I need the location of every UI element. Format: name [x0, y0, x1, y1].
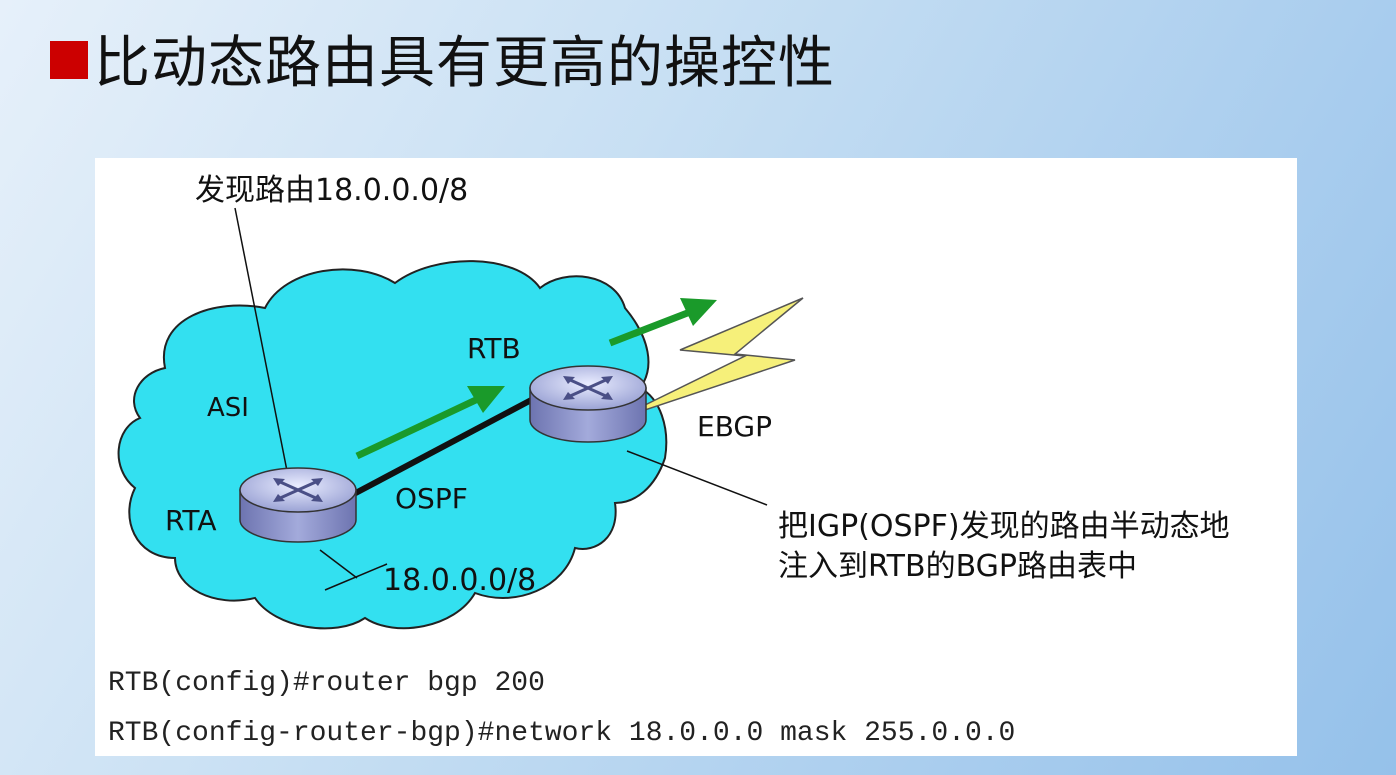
note-pointer-line — [626, 450, 768, 506]
command-line-2: RTB(config-router-bgp)#network 18.0.0.0 … — [108, 718, 1016, 749]
route-arrow-1 — [355, 386, 505, 460]
ospf-label: OSPF — [395, 482, 468, 515]
slide-title: 比动态路由具有更高的操控性 — [50, 18, 835, 98]
network-underline — [324, 563, 388, 591]
router-rta-icon — [239, 467, 357, 543]
discover-route-label: 发现路由18.0.0.0/8 — [195, 173, 468, 208]
ebgp-lightning-icon — [641, 297, 804, 411]
ebgp-label: EBGP — [697, 410, 772, 443]
note-line-2: 注入到RTB的BGP路由表中 — [778, 549, 1137, 584]
network-pointer-line — [319, 549, 358, 579]
diagram-canvas: 发现路由18.0.0.0/8 ASI RTA RTB OSPF EBGP 18.… — [117, 173, 1230, 630]
note-line-1: 把IGP(OSPF)发现的路由半动态地 — [778, 509, 1230, 544]
as-label: ASI — [207, 393, 249, 423]
route-arrow-2 — [608, 298, 717, 347]
rtb-label: RTB — [467, 332, 521, 365]
title-text: 比动态路由具有更高的操控性 — [94, 30, 835, 96]
router-rtb-icon — [529, 365, 647, 443]
ospf-link — [348, 395, 537, 499]
network-diagram: 发现路由18.0.0.0/8 ASI RTA RTB OSPF EBGP 18.… — [95, 158, 1297, 756]
square-bullet-icon — [50, 41, 88, 79]
rta-label: RTA — [165, 504, 217, 537]
discover-pointer-line — [234, 207, 291, 487]
command-line-1: RTB(config)#router bgp 200 — [108, 668, 545, 699]
network-label: 18.0.0.0/8 — [383, 563, 536, 598]
as-cloud — [117, 260, 668, 630]
